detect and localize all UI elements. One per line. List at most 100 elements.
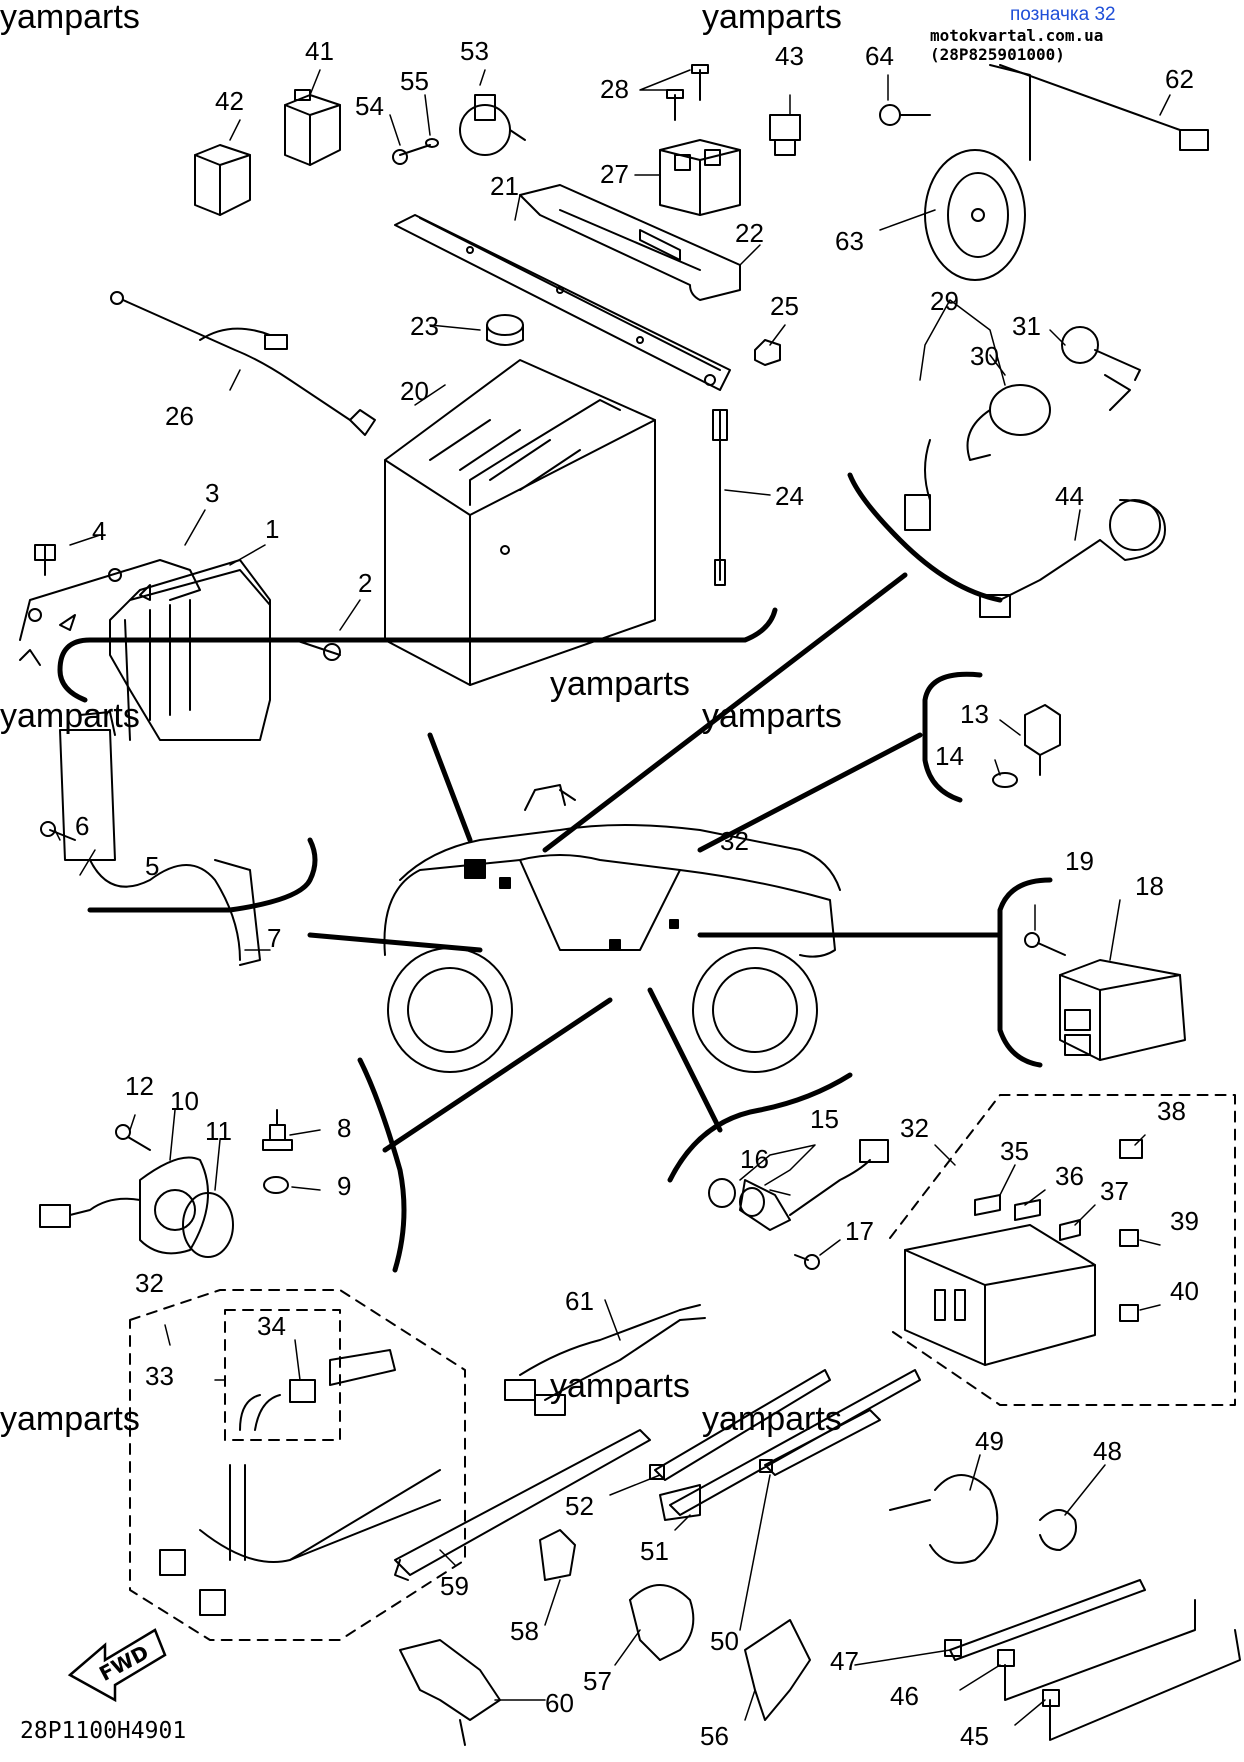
part-lead-61 [504,1304,706,1416]
part-band-59 [394,1429,651,1581]
part-label: 22 [735,218,764,248]
part-label: 43 [775,41,804,71]
part-labels: 1 2 3 4 5 6 7 8 9 10 11 12 13 14 15 16 1… [75,36,1199,1751]
part-clip-58 [539,1529,576,1581]
source-label: motokvartal.com.ua (28P825901000) [930,26,1104,64]
part-label: 26 [165,401,194,431]
part-label: 59 [440,1571,469,1601]
label-leaders [54,69,1171,1726]
part-sensor-8 [262,1109,293,1151]
part-label: 6 [75,811,89,841]
part-oring-16 [708,1178,736,1208]
part-starter-relay [659,139,741,216]
part-label: 21 [490,171,519,201]
part-bolt-64 [879,104,931,126]
part-label: 24 [775,481,804,511]
part-washer-14 [992,772,1018,788]
watermarks: yamparts yamparts yamparts yamparts yamp… [0,0,842,1438]
part-label: 56 [700,1721,729,1751]
watermark: yamparts [702,0,842,36]
part-label: 23 [410,311,439,341]
part-washer-55 [425,138,439,148]
part-battery-cover [519,184,741,301]
part-label: 25 [770,291,799,321]
part-relay-42 [194,144,251,216]
part-label: 1 [265,514,279,544]
part-label: 54 [355,91,384,121]
separator-left-lower [357,1057,407,1273]
part-clamp-60 [399,1639,501,1746]
separator-top-right [847,472,1003,603]
part-label: 52 [565,1491,594,1521]
part-label: 48 [1093,1436,1122,1466]
part-sensor-13 [1024,704,1061,776]
part-band-45 [1042,1629,1241,1741]
part-label: 44 [1055,481,1084,511]
part-label: 55 [400,66,429,96]
part-screw-54 [392,144,431,165]
part-nut [754,339,781,366]
part-clamp-57 [629,1584,695,1661]
part-band-51 [659,1369,921,1521]
part-clamp-49 [889,1474,999,1564]
part-label: 27 [600,159,629,189]
separator-right-upper [922,671,983,803]
part-label: 60 [545,1688,574,1718]
watermark: yamparts [0,0,140,36]
part-key [1061,326,1141,411]
part-label: 38 [1157,1096,1186,1126]
watermark: yamparts [550,665,690,703]
part-label: 39 [1170,1206,1199,1236]
part-label: 15 [810,1104,839,1134]
part-battery-lead [110,291,376,436]
part-label: 40 [1170,1276,1199,1306]
part-label: 35 [1000,1136,1029,1166]
part-label: 47 [830,1646,859,1676]
separator-left-mid [87,837,318,913]
part-label: 49 [975,1426,1004,1456]
part-band-52 [649,1369,831,1481]
part-switch-53 [459,94,526,156]
part-label: 33 [145,1361,174,1391]
part-band-47 [944,1579,1146,1661]
part-connector-43 [769,114,801,156]
part-ecu-bracket [19,559,201,666]
part-label: 20 [400,376,429,406]
part-label: 28 [600,74,629,104]
part-bolt-6 [40,821,76,841]
part-label: 12 [125,1071,154,1101]
part-battery [384,359,656,686]
part-label: 58 [510,1616,539,1646]
part-bolt-2 [294,639,341,661]
part-label: 29 [930,286,959,316]
part-label: 16 [740,1144,769,1174]
part-label: 32 [900,1113,929,1143]
atv-vehicle [383,784,841,1073]
part-label: 51 [640,1536,669,1566]
part-power-socket [979,499,1166,618]
part-main-switch [904,384,1051,531]
part-label: 18 [1135,871,1164,901]
watermark: yamparts [702,697,842,735]
part-label: 57 [583,1666,612,1696]
part-label: 45 [960,1721,989,1751]
part-ignition-coil [59,711,261,966]
part-long-bolt [712,409,728,586]
part-label: 10 [170,1086,199,1116]
part-label: 11 [205,1116,232,1146]
part-label: 32 [720,826,749,856]
part-oring-11 [182,1192,234,1258]
part-clamp-48 [1039,1509,1077,1551]
part-label: 13 [960,699,989,729]
part-label: 41 [305,36,334,66]
part-relay-41 [284,89,341,166]
part-rectifier [1059,959,1186,1061]
region-leaders [307,572,1003,1153]
part-band-46 [997,1599,1196,1701]
part-label: 53 [460,36,489,66]
separator-bottom-mid [667,1072,853,1183]
part-speed-sensor [739,1139,889,1231]
part-pickup-coil [39,1156,209,1255]
diagram-code: 28P1100H4901 [20,1718,187,1744]
